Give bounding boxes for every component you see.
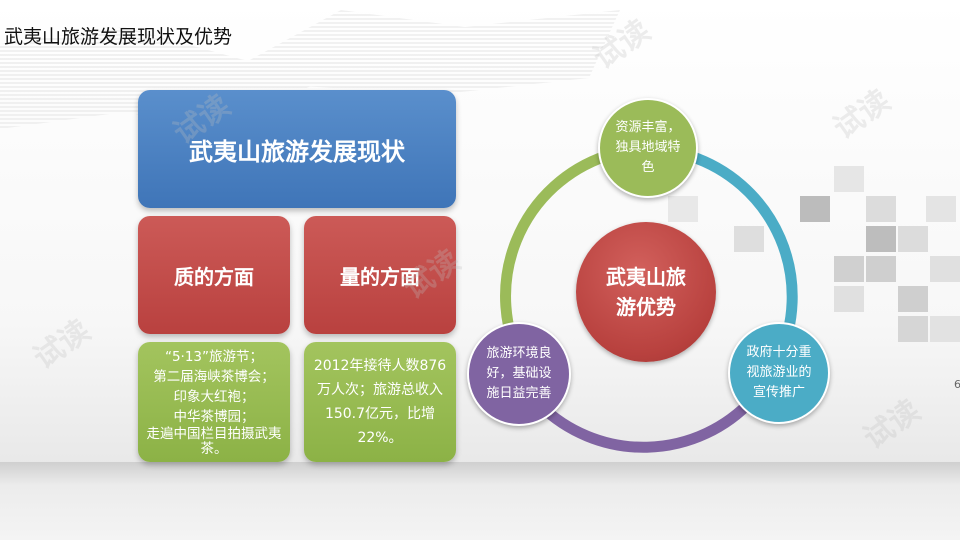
advantage-resources: 资源丰富， 独具地域特色 — [598, 98, 698, 198]
advantage-environment: 旅游环境良好，基础设施日益完善 — [467, 322, 571, 426]
status-header-box: 武夷山旅游发展现状 — [138, 90, 456, 208]
quantity-details: 2012年接待人数876 万人次；旅游总收入 150.7亿元，比增22%。 — [304, 342, 456, 462]
detail-line: 万人次；旅游总收入 — [317, 382, 443, 398]
detail-line: 印象大红袍； — [173, 389, 255, 405]
text-line: 资源丰富， — [615, 120, 681, 135]
quantity-box: 量的方面 — [304, 216, 456, 334]
text-line: 好，基础设 — [486, 366, 552, 381]
quality-box: 质的方面 — [138, 216, 290, 334]
detail-line: 走遍中国栏目拍摄武夷茶。 — [146, 426, 282, 457]
text-line: 视旅游业的 — [746, 365, 812, 380]
text-line: 宣传推广 — [752, 385, 805, 400]
text-line: 游优势 — [616, 295, 676, 319]
text-line: 旅游环境良 — [486, 346, 552, 361]
quality-details: “5·13”旅游节； 第二届海峡茶博会； 印象大红袍； 中华茶博园； 走遍中国栏… — [138, 342, 290, 462]
detail-line: 第二届海峡茶博会； — [153, 369, 275, 385]
detail-line: “5·13”旅游节； — [164, 349, 264, 365]
text-line: 政府十分重 — [746, 345, 812, 360]
slide-title: 武夷山旅游发展现状及优势 — [4, 26, 233, 48]
page-number: 6 — [954, 378, 960, 391]
text-line: 施日益完善 — [486, 386, 552, 401]
detail-line: 150.7亿元，比增22%。 — [324, 406, 436, 446]
advantage-government: 政府十分重视旅游业的宣传推广 — [728, 322, 830, 424]
text-line: 武夷山旅 — [606, 265, 686, 289]
center-advantage-circle: 武夷山旅游优势 — [576, 222, 716, 362]
detail-line: 2012年接待人数876 — [313, 358, 447, 374]
text-line: 独具地域特 — [615, 140, 681, 155]
floor-background — [0, 462, 960, 540]
ring-arc-purple — [536, 396, 757, 453]
detail-line: 中华茶博园； — [173, 409, 255, 425]
text-line: 色 — [641, 160, 655, 175]
